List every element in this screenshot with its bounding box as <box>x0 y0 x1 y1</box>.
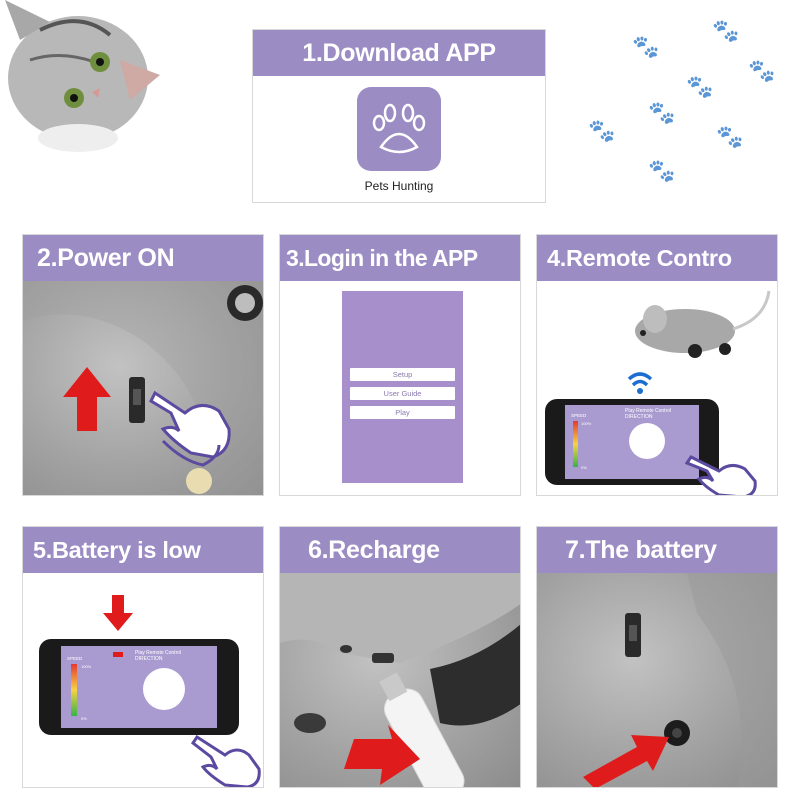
speed-max-label: 100% <box>81 664 92 669</box>
paw-icon: 🐾 <box>588 118 616 143</box>
red-arrow-down <box>103 595 133 631</box>
user-guide-button[interactable]: User Guide <box>350 387 455 400</box>
step-title: 6.Recharge <box>280 527 520 573</box>
speed-bar[interactable] <box>573 421 578 467</box>
paw-icon: 🐾 <box>748 58 776 83</box>
setup-button[interactable]: Setup <box>350 368 455 381</box>
app-screen: Setup User Guide Play <box>342 291 463 483</box>
screen-subtitle: DIRECTION <box>135 656 163 662</box>
paw-icon: 🐾 <box>716 124 744 149</box>
paw-icon: 🐾 <box>712 18 740 43</box>
speed-max-label: 100% <box>581 421 592 426</box>
step-battery-low: 5.Battery is low Play Remote Control DIR… <box>22 526 264 788</box>
direction-pad[interactable] <box>143 668 185 710</box>
mouse-underside-photo <box>23 281 263 495</box>
smartphone: Play Remote Control DIRECTION SPEED 100%… <box>545 399 719 485</box>
step-title: 1.Download APP <box>253 30 545 76</box>
speed-label: SPEED <box>67 656 83 661</box>
paw-icon: 🐾 <box>648 100 676 125</box>
wifi-signal-icon <box>627 372 653 394</box>
cat-photo <box>5 0 160 152</box>
screen-title: Play Remote Control <box>625 408 672 414</box>
smartphone: Play Remote Control DIRECTION SPEED 100%… <box>39 639 239 735</box>
step-remote-control: 4.Remote Contro Play Remote Control DIRE… <box>536 234 778 496</box>
remote-screen: Play Remote Control DIRECTION SPEED 100%… <box>61 646 217 728</box>
play-button[interactable]: Play <box>350 406 455 419</box>
speed-min-label: 0% <box>81 716 87 721</box>
step-power-on: 2.Power ON <box>22 234 264 496</box>
step-title: 2.Power ON <box>23 235 263 281</box>
pointing-hand-icon <box>685 455 757 495</box>
battery-photo <box>537 573 777 787</box>
pointing-hand-icon <box>191 734 261 787</box>
direction-pad[interactable] <box>629 423 665 459</box>
speed-bar[interactable] <box>71 664 77 716</box>
remote-screen: Play Remote Control DIRECTION SPEED 100%… <box>565 405 699 479</box>
red-arrow-right <box>344 725 420 785</box>
paw-print-icon[interactable] <box>357 87 441 171</box>
red-arrow-diagonal <box>583 735 669 787</box>
app-name-label: Pets Hunting <box>364 179 434 193</box>
paw-icon: 🐾 <box>632 34 660 59</box>
screen-title: Play Remote Control <box>135 650 182 656</box>
step-title: 3.Login in the APP <box>280 235 520 281</box>
speed-label: SPEED <box>571 413 587 418</box>
usb-cable <box>379 672 465 787</box>
step-recharge: 6.Recharge <box>279 526 521 788</box>
step-title: 5.Battery is low <box>23 527 263 573</box>
step-battery: 7.The battery <box>536 526 778 788</box>
recharge-photo <box>280 573 520 787</box>
speed-min-label: 0% <box>581 465 587 470</box>
battery-indicator <box>113 652 123 657</box>
step-title: 7.The battery <box>537 527 777 573</box>
paw-icon: 🐾 <box>686 74 714 99</box>
step-download-app: 1.Download APP Pets Hunting <box>252 29 546 203</box>
paw-icon: 🐾 <box>648 158 676 183</box>
step-title: 4.Remote Contro <box>537 235 777 281</box>
screen-subtitle: DIRECTION <box>625 414 653 420</box>
pointing-hand-icon <box>149 390 231 467</box>
toy-mouse-photo <box>635 290 771 358</box>
step-login-app: 3.Login in the APP Setup User Guide Play <box>279 234 521 496</box>
red-arrow-up <box>63 367 111 431</box>
